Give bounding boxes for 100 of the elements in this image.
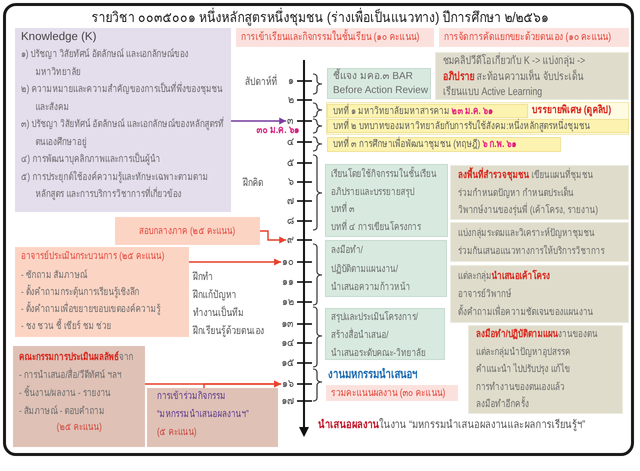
diagram-title: รายวิชา ๐๐๓๕๐๐๑ หนึ่งหลักสูตรหนึ่งชุมชน (ร่างเพื่อเป็นแนวทาง) ปีการศึกษา ๒/๒๕๖๑ [91,8,549,26]
body-text: ชี้แจง มคอ.๓ BAR [333,70,413,84]
arrow [260,230,286,244]
week-number: ๓ [287,115,294,127]
body-text: นำเสนอความก้าวหน้า [331,280,410,295]
list-item: - การนำเสนอ/สื่อ/วีดีทัศน์ ฯลฯ [19,367,122,385]
note-box [450,165,629,220]
list-item: ๔) การพัฒนาบุคลิกภาพและการเป็นผู้นำ [21,151,162,167]
note-box [450,265,629,323]
body-text: ร่วมกันเสนอแนวทางการให้บริการวิชาการ [458,244,604,259]
body-text: ตั้งคำถามเพื่อความชัดเจนของแผนงาน [458,304,594,322]
lecture-title: บทที่ ๓ การศึกษาเพื่อพัฒนาชุมชน (ทฤษฎี) ๖ ก.พ. ๖๑ [333,138,516,152]
score-text: การเข้าเรียนและกิจกรรมในชั้นเรียน (๑๐ คะแนน) [241,28,420,45]
activity-box [325,240,447,297]
body-text: “มหกรรมนำเสนอผลงานฯ” [157,408,249,422]
label-text: ทำงานเป็นทีม [193,306,244,320]
list-item: ๒) ความหมายและความสำคัญของการเป็นที่พึ่งของชุมชนและสังคม [21,81,230,116]
note-box [468,325,623,414]
score-box [439,28,629,47]
score-text: การจัดการคัดแยกขยะด้วยตนเอง (๑๐ คะแนน) [444,30,612,45]
heading: งานมหกรรมนำเสนอฯ [328,367,418,381]
arrow [231,118,286,124]
body-text: แต่ละกลุ่มนำปัญหาอุปสรรค [476,346,570,360]
note-box [450,222,629,262]
lecture-title: บทที่ ๒ บทบาทของมหาวิทยาลัยกับการรับใช้สังคม:หนึ่งหลักสูตรหนึ่งชุมชน [333,120,590,133]
lecture-box [327,119,629,133]
activity-box [327,68,431,99]
side-note: บรรยายพิเศษ (ดูคลิป) [532,103,612,117]
list-item: - ชง ชวน ชี้ เชียร์ ชม ช่วย [21,318,112,335]
week-number: ๑๒ [282,296,294,308]
info-box [15,28,231,212]
body-text: สร้างสื่อนำเสนอ/ [331,327,388,345]
list-item: - สัมภาษณ์ - ตอบคำถาม [19,404,105,419]
note-box [435,52,629,100]
week-number: ๑๓ [281,318,294,330]
activity-box [325,308,445,360]
date-label: ๓๐ ม.ค. ๖๑ [256,126,299,136]
list-item: ๓) ปรัชญา วิสัยทัศน์ อัตลักษณ์ และเอกลักษณ์ของหลักสูตรที่ตนเองศึกษาอยู่ [21,116,230,151]
week-number: ๑ [288,75,294,87]
lecture-box [327,104,528,118]
week-number: ๑๔ [281,337,294,349]
body-text: ร่วมกำหนดปัญหา กำหนดประเด็น [458,185,574,200]
body-text: เรียนโดยใช้กิจกรรมในชั้นเรียน [331,166,437,184]
list-item: ๕) การประยุกต์ใช้องค์ความรู้และทักษะเฉพาะตามตามหลักสูตร และการบริการวิชาการที่เกี่ยวข้อง [21,170,210,202]
heading: Knowledge (K) [21,30,96,45]
label-text: สัปดาห์ที่ [245,75,277,89]
heading: อาจารย์ประเมินกระบวนการ (๒๕ คะแนน) [21,249,164,264]
score-text: รวมคะแนนผลงาน (๓๐ คะแนน) [331,386,446,401]
body-text: ลงมือทำ/ [331,244,363,258]
score-box [13,346,145,447]
list-item: - ตั้งคำถามกระตุ้นการเรียนรู้เชิงลึก [21,284,140,301]
week-number: ๑๕ [281,357,294,369]
week-number: ๕ [287,157,294,169]
arrow [189,258,282,266]
score-text: (๕ คะแนน) [157,426,197,440]
lecture-box [327,137,561,152]
body-text: นำเสนอระดับคณะ-วิทยาลัย [331,347,426,361]
score-text: (๒๕ คะแนน) [56,421,102,434]
body-text: ลงมือทำอีกครั้ง [476,396,529,414]
body-text: สรุปและประเมินโครงการ/ [331,310,418,325]
score-box [115,217,260,245]
score-box [236,28,434,47]
week-number: ๑๑ [282,276,294,288]
week-number: ๘ [287,215,294,227]
body-text: การทำงานของตนเองแล้ว [476,380,565,394]
week-number: ๒ [288,94,294,106]
activity-box [325,164,448,237]
body-text: ปฏิบัติตามแผนงาน/ [331,262,398,276]
list-item: ๑) ปรัชญา วิสัยทัศน์ อัตลักษณ์ และเอกลักษณ์ของมหาวิทยาลัย [21,47,190,80]
label-text: ฝึกคิด [243,176,264,190]
body-text: วิพากษ์งานของรุ่นพี่ (เค้าโครง, รายงาน) [458,202,598,220]
week-number: ๑๐ [282,256,294,268]
body-text: แบ่งกลุ่มระดมและวิเคราะห์ปัญหาชุมชน [458,226,595,241]
score-box [15,247,189,337]
arrow [203,380,282,388]
body-text: อภิปรายและบรรยายสรุป [331,186,414,200]
body-text: Before Action Review [333,84,428,98]
body-text: ลงพื้นที่สำรวจชุมชน เขียนแผนที่ชุมชน [458,167,594,184]
body-text: แต่ละกลุ่มนำเสนอเค้าโครง [458,268,550,284]
label-text: นำเสนอผลงานในงาน “มหกรรมนำเสนอผลงานและผลการเรียนรู้ฯ” [318,418,586,432]
body-text: บทที่ ๓ [331,201,355,218]
body-text: อาจารย์วิพากษ์ [458,287,512,302]
lecture-title: บทที่ ๑ มหาวิทยาลัยมหาสารคาม ๒๓ ม.ค. ๖๑ [333,105,493,118]
list-item: - ตั้งคำถามเพื่อขยายขอบเขตองค์ความรู้ [21,301,160,318]
week-number: ๑๖ [282,378,294,390]
score-box [326,385,458,401]
body-text: บทที่ ๔ การเขียนโครงการ [331,218,422,234]
week-number: ๖ [288,176,294,188]
label-text: ฝึกทำ [193,270,213,284]
body-text: ชมคลิปวีดีโอเกี่ยวกับ K -> แบ่งกลุ่ม -> อภิปราย สะท้อนความเห็น จับประเด็น เรียนแบบ Active Learning [443,54,603,100]
list-item: - ซักถาม สัมภาษณ์ [21,268,88,283]
body-text: ลงมือทำ/ปฏิบัติตามแผนงานของตน [476,327,598,342]
label-text: ฝึกแก้ปัญหา [193,288,236,302]
week-number: ๗ [287,195,294,207]
body-text: คำแนะนำ ไปปรับปรุง แก้ไข [476,362,570,377]
body-text: การเข้าร่วมกิจกรรม [157,390,226,404]
score-box [147,388,278,447]
heading: คณะกรรมการประเมินผลลัพธ์จาก [19,350,134,365]
list-item: - ชิ้นงาน/ผลงาน - รายงาน [19,385,111,403]
score-text: สอบกลางภาค (๒๕ คะแนน) [139,224,236,238]
